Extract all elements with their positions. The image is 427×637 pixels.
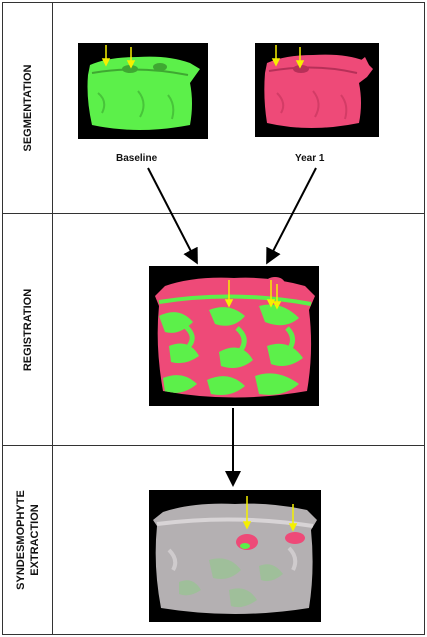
year1-highlight-arrows bbox=[271, 45, 305, 69]
row-segmentation: SEGMENTATION Baseline bbox=[3, 3, 424, 214]
row-registration: REGISTRATION bbox=[3, 214, 424, 446]
arrow-year1-to-registration bbox=[266, 167, 317, 265]
baseline-vertebra-panel bbox=[78, 43, 208, 139]
label-cell-syndesmophyte: SYNDESMOPHYTE EXTRACTION bbox=[3, 446, 53, 634]
label-cell-registration: REGISTRATION bbox=[3, 214, 53, 445]
registration-overlay-shape bbox=[155, 277, 315, 398]
caption-year1: Year 1 bbox=[295, 153, 325, 164]
label-cell-segmentation: SEGMENTATION bbox=[3, 3, 53, 213]
year1-vertebra-panel bbox=[255, 43, 379, 137]
syndesmophyte-regions bbox=[236, 532, 305, 550]
extraction-highlight-arrows bbox=[242, 496, 298, 532]
extraction-residual-shape bbox=[153, 503, 317, 615]
arrow-baseline-to-registration bbox=[147, 167, 198, 265]
row-syndesmophyte-extraction: SYNDESMOPHYTE EXTRACTION bbox=[3, 446, 424, 634]
baseline-vertebra-shape bbox=[87, 56, 200, 130]
syndesmophyte-region-right bbox=[285, 532, 305, 544]
baseline-highlight-arrows bbox=[101, 45, 136, 69]
registration-vertebra-panel bbox=[149, 266, 319, 406]
extraction-vertebra-panel bbox=[149, 490, 321, 622]
caption-baseline: Baseline bbox=[116, 153, 158, 164]
registration-highlight-arrows bbox=[224, 280, 282, 310]
flow-arrows bbox=[147, 167, 317, 487]
